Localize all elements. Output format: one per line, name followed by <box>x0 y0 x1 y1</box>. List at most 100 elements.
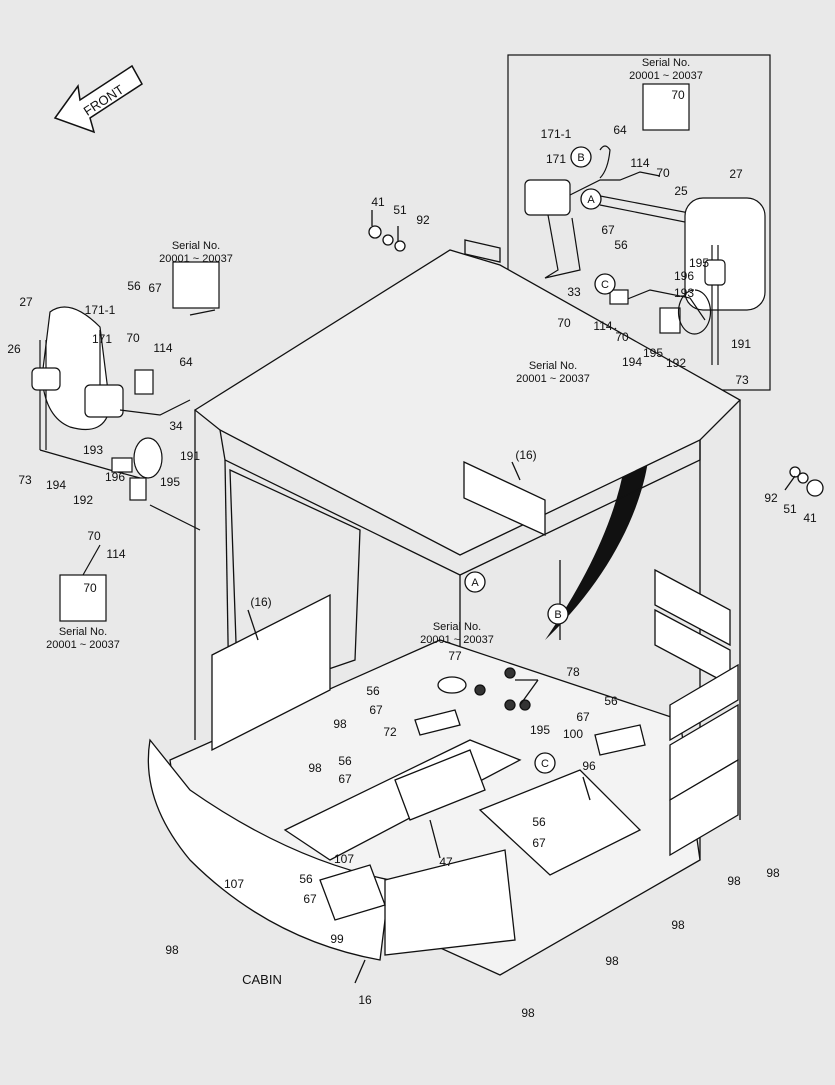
part-label: 98 <box>333 717 347 731</box>
diagram-title: CABIN <box>242 972 282 987</box>
part-label: 67 <box>303 892 317 906</box>
part-label: 171-1 <box>85 303 116 317</box>
part-label: 114 <box>106 547 125 561</box>
part-label: 51 <box>783 502 797 516</box>
part-label: 73 <box>18 473 32 487</box>
part-label: 194 <box>622 355 642 369</box>
part-label: 77 <box>448 649 462 663</box>
part-label: 195 <box>643 346 663 360</box>
part-label: 114 <box>593 319 612 333</box>
part-label: 56 <box>604 694 618 708</box>
serial-range-left-top: 20001 ~ 20037 <box>159 253 233 265</box>
part-label: 193 <box>674 286 694 300</box>
part-label: 41 <box>803 511 817 525</box>
part-label: 34 <box>169 419 183 433</box>
serial-heading-inset-bottom: Serial No. <box>529 360 577 372</box>
part-label: 41 <box>371 195 385 209</box>
part-label: 70 <box>615 330 629 344</box>
part-label: 107 <box>224 877 244 891</box>
callout-b-inset: B <box>577 152 584 164</box>
part-label: 195 <box>160 475 180 489</box>
part-label: 56 <box>299 872 313 886</box>
part-label: 70 <box>83 581 97 595</box>
part-label: 99 <box>330 932 344 946</box>
part-label: 70 <box>671 88 685 102</box>
part-label: 171 <box>546 152 566 166</box>
serial-heading-inset-top: Serial No. <box>642 57 690 69</box>
part-label: 27 <box>19 295 33 309</box>
part-label: 98 <box>308 761 322 775</box>
part-label: 25 <box>674 184 688 198</box>
part-label: 16 <box>358 993 372 1007</box>
part-label: 98 <box>671 918 685 932</box>
callout-b: B <box>554 609 561 621</box>
part-label: 47 <box>439 855 453 869</box>
part-label: 191 <box>180 449 200 463</box>
callout-c-inset: C <box>601 279 609 291</box>
part-label: 92 <box>764 491 778 505</box>
part-label: 27 <box>729 167 743 181</box>
cabin-frame <box>147 146 824 984</box>
part-label: 33 <box>567 285 581 299</box>
part-label: 114 <box>630 156 649 170</box>
callout-a: A <box>471 577 479 589</box>
part-label: 72 <box>383 725 397 739</box>
part-label: 56 <box>532 815 546 829</box>
part-label: 56 <box>614 238 628 252</box>
part-label: 195 <box>689 256 709 270</box>
part-label: 191 <box>731 337 751 351</box>
part-label: 92 <box>416 213 430 227</box>
part-label: 67 <box>576 710 590 724</box>
part-label: 67 <box>369 703 383 717</box>
part-label: 195 <box>530 723 550 737</box>
part-label: 56 <box>366 684 380 698</box>
callouts: A B C B A C <box>471 152 609 770</box>
part-label: (16) <box>250 595 271 609</box>
callout-a-inset: A <box>587 194 595 206</box>
part-label: 70 <box>126 331 140 345</box>
part-label: 196 <box>105 470 125 484</box>
part-label: 70 <box>557 316 571 330</box>
left-mirror-assembly <box>31 261 220 622</box>
part-label: 107 <box>334 852 354 866</box>
part-label: 193 <box>83 443 103 457</box>
part-label: 98 <box>727 874 741 888</box>
part-label: 67 <box>148 281 162 295</box>
part-label: 98 <box>521 1006 535 1020</box>
part-label: 70 <box>656 166 670 180</box>
part-label: 51 <box>393 203 407 217</box>
serial-range-inset-top: 20001 ~ 20037 <box>629 70 703 82</box>
part-labels: 41 51 92 (16) (16) 27 26 171-1 171 56 67… <box>7 88 817 1020</box>
part-label: 67 <box>532 836 546 850</box>
part-label: 192 <box>666 356 686 370</box>
part-label: 70 <box>87 529 101 543</box>
part-label: 192 <box>73 493 93 507</box>
part-label: 73 <box>735 373 749 387</box>
part-label: 194 <box>46 478 66 492</box>
part-label: 26 <box>7 342 21 356</box>
part-label: 98 <box>605 954 619 968</box>
part-label: 64 <box>179 355 193 369</box>
part-label: 56 <box>127 279 141 293</box>
part-label: 96 <box>582 759 596 773</box>
part-label: 171-1 <box>541 127 572 141</box>
serial-heading-floor: Serial No. <box>433 621 481 633</box>
part-label: 98 <box>766 866 780 880</box>
serial-range-floor: 20001 ~ 20037 <box>420 634 494 646</box>
serial-captions: Serial No. 20001 ~ 20037 Serial No. 2000… <box>46 57 703 651</box>
part-label: (16) <box>515 448 536 462</box>
part-label: 100 <box>563 727 583 741</box>
serial-range-left-bottom: 20001 ~ 20037 <box>46 639 120 651</box>
serial-range-inset-bottom: 20001 ~ 20037 <box>516 373 590 385</box>
part-label: 56 <box>338 754 352 768</box>
part-label: 78 <box>566 665 580 679</box>
part-label: 196 <box>674 269 694 283</box>
part-label: 171 <box>92 332 112 346</box>
part-label: 98 <box>165 943 179 957</box>
part-label: 67 <box>601 223 615 237</box>
part-label: 114 <box>153 341 172 355</box>
serial-heading-left-top: Serial No. <box>172 240 220 252</box>
part-label: 67 <box>338 772 352 786</box>
